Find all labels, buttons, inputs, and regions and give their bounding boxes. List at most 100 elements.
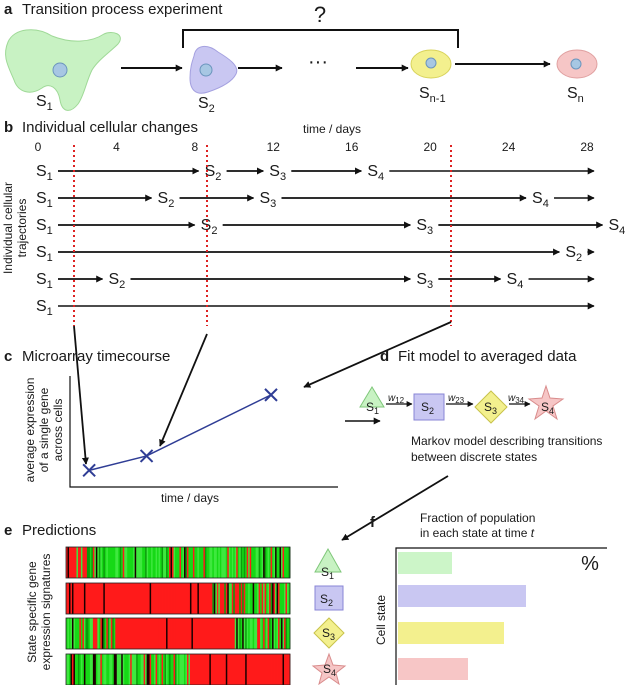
- heatmap-gene-stripe: [68, 618, 71, 649]
- heatmap-gene-stripe: [136, 583, 139, 614]
- heatmap-gene-stripe: [186, 654, 189, 685]
- signature-state-s2: [314, 585, 344, 611]
- heatmap-gene-stripe: [112, 583, 115, 614]
- heatmap-gene-stripe: [161, 583, 164, 614]
- heatmap-gene-stripe: [254, 583, 257, 614]
- heatmap-gene-stripe: [66, 583, 68, 614]
- heatmap-gene-stripe: [154, 654, 156, 685]
- heatmap-gene-stripe: [85, 654, 88, 685]
- heatmap-gene-stripe: [255, 618, 258, 649]
- weight-w34: w34: [508, 393, 525, 405]
- heatmap-gene-stripe: [201, 583, 204, 614]
- heatmap-gene-stripe: [188, 583, 191, 614]
- heatmap-gene-stripe: [82, 654, 85, 685]
- heatmap-gene-stripe: [172, 583, 174, 614]
- heatmap-gene-stripe: [206, 654, 209, 685]
- heatmap-gene-stripe: [79, 583, 82, 614]
- heatmap-gene-stripe: [83, 547, 86, 578]
- heatmap-gene-stripe: [110, 547, 113, 578]
- heatmap-gene-stripe: [158, 583, 161, 614]
- heatmap-gene-stripe: [161, 547, 164, 578]
- heatmap-gene-stripe: [83, 583, 86, 614]
- heatmap-gene-stripe: [287, 583, 289, 614]
- heatmap-gene-stripe: [231, 547, 234, 578]
- heatmap-gene-stripe: [145, 618, 148, 649]
- trajectory-state-label: S1: [36, 244, 53, 264]
- signature-s4-label: S4: [323, 662, 336, 678]
- heatmap-gene-stripe: [209, 547, 212, 578]
- heatmap-gene-stripe: [85, 583, 88, 614]
- heatmap-gene-stripe: [183, 583, 186, 614]
- heatmap-gene-stripe: [273, 583, 276, 614]
- heatmap-gene-stripe: [92, 618, 95, 649]
- heatmap-gene-stripe: [145, 547, 148, 578]
- heatmap-gene-stripe: [269, 654, 271, 685]
- trajectory-state-label: S1: [36, 190, 53, 210]
- heatmap-gene-stripe: [200, 654, 203, 685]
- heatmap-gene-stripe: [227, 583, 230, 614]
- heatmap-gene-stripe: [257, 618, 260, 649]
- heatmap-gene-stripe: [161, 618, 164, 649]
- heatmap-gene-stripe: [85, 618, 88, 649]
- heatmap-gene-stripe: [106, 583, 109, 614]
- heatmap-gene-stripe: [67, 654, 70, 685]
- heatmap-gene-stripe: [104, 583, 107, 614]
- heatmap-gene-stripe: [74, 654, 77, 685]
- heatmap-gene-stripe: [276, 583, 279, 614]
- heatmap-gene-stripe: [122, 618, 125, 649]
- heatmap-gene-stripe: [225, 618, 228, 649]
- heatmap-gene-stripe: [252, 547, 255, 578]
- heatmap-gene-stripe: [116, 547, 119, 578]
- heatmap-gene-stripe: [230, 654, 233, 685]
- heatmap-gene-stripe: [251, 547, 254, 578]
- heatmap-gene-stripe: [210, 547, 213, 578]
- heatmap-gene-stripe: [264, 583, 267, 614]
- unknown-transition-question-mark: ?: [314, 2, 326, 27]
- heatmap-gene-stripe: [245, 547, 248, 578]
- heatmap-gene-stripe: [210, 583, 213, 614]
- heatmap-gene-stripe: [260, 547, 263, 578]
- arrow-day21-to-timepoint: [303, 321, 452, 388]
- heatmap-gene-stripe: [287, 547, 289, 578]
- heatmap-gene-stripe: [74, 547, 77, 578]
- heatmap-gene-stripe: [255, 547, 258, 578]
- heatmap-gene-stripe: [82, 618, 85, 649]
- heatmap-gene-stripe: [213, 654, 216, 685]
- heatmap-gene-stripe: [113, 583, 116, 614]
- heatmap-gene-stripe: [195, 654, 198, 685]
- heatmap-gene-stripe: [261, 654, 264, 685]
- heatmap-gene-stripe: [269, 583, 271, 614]
- heatmap-gene-stripe: [185, 654, 188, 685]
- heatmap-gene-stripe: [242, 583, 245, 614]
- heatmap-gene-stripe: [145, 654, 148, 685]
- heatmap-gene-stripe: [154, 547, 156, 578]
- heatmap-gene-stripe: [243, 547, 246, 578]
- heatmap-gene-stripe: [118, 583, 121, 614]
- heatmap-gene-stripe: [100, 547, 103, 578]
- heatmap-gene-stripe: [248, 547, 251, 578]
- model-state-s3: [474, 390, 508, 424]
- heatmap-gene-stripe: [92, 654, 95, 685]
- heatmap-gene-stripe: [278, 654, 280, 685]
- heatmap-gene-stripe: [210, 654, 213, 685]
- panel-d-label: d: [380, 348, 389, 365]
- heatmap-gene-stripe: [146, 618, 149, 649]
- heatmap-gene-stripe: [97, 618, 100, 649]
- cell-s1-nucleus: [52, 62, 68, 78]
- heatmap-gene-stripe: [191, 654, 194, 685]
- heatmap-gene-stripe: [133, 654, 136, 685]
- heatmap-gene-stripe: [89, 583, 92, 614]
- heatmap-gene-stripe: [110, 618, 113, 649]
- trajectory-state-label: S1: [36, 271, 53, 291]
- heatmap-gene-stripe: [200, 618, 203, 649]
- heatmap-gene-stripe: [200, 547, 203, 578]
- heatmap-gene-stripe: [198, 618, 201, 649]
- heatmap-gene-stripe: [281, 654, 283, 685]
- heatmap-gene-stripe: [167, 583, 170, 614]
- heatmap-gene-stripe: [122, 654, 125, 685]
- state-sn1-label: Sn-1: [419, 85, 446, 105]
- heatmap-gene-stripe: [116, 654, 119, 685]
- heatmap-gene-stripe: [248, 618, 251, 649]
- heatmap-gene-stripe: [173, 654, 176, 685]
- heatmap-gene-stripe: [136, 654, 139, 685]
